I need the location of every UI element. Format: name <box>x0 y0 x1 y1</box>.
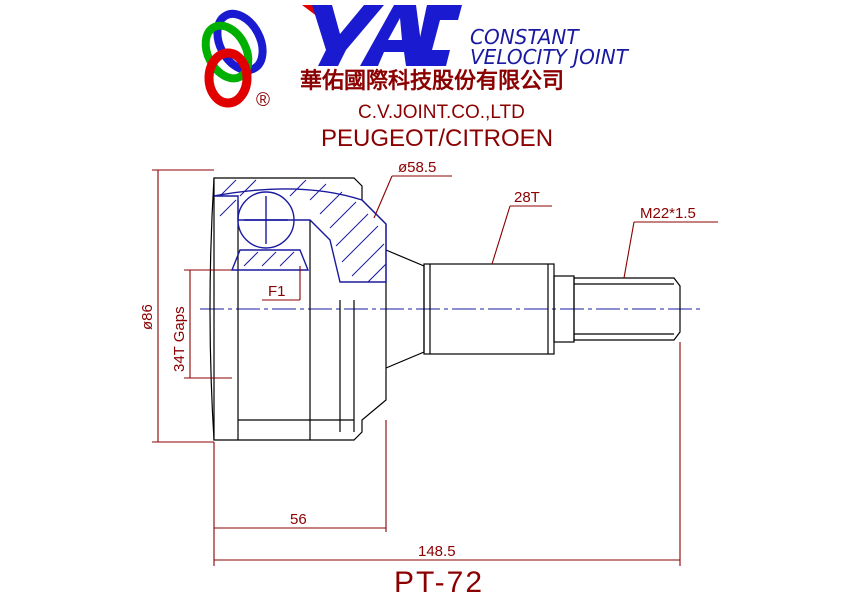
spline-teeth-label: 28T <box>514 189 540 206</box>
ball-bearing <box>237 191 295 249</box>
outer-diameter-label: ø86 <box>139 304 156 330</box>
chinese-company-name: 華佑國際科技股份有限公司 <box>300 68 564 94</box>
thread-label: M22*1.5 <box>640 205 696 222</box>
joint-outline <box>209 177 681 441</box>
yac-wordmark <box>302 5 462 66</box>
part-number: PT-72 <box>394 566 484 596</box>
bell-length-label: 56 <box>290 511 307 528</box>
tagline-line-1: CONSTANT <box>470 25 580 49</box>
cutaway-section <box>213 179 387 283</box>
company-logo: ® CONSTANT VELOCITY JOINT 華佑國際科技股份有限公司 C… <box>201 5 630 152</box>
dimension-lines <box>152 169 718 566</box>
logo-ring-red <box>204 48 252 108</box>
seal-diameter-label: ø58.5 <box>398 159 436 176</box>
hatch-lines <box>219 179 387 283</box>
vehicle-application: PEUGEOT/CITROEN <box>321 125 553 152</box>
tagline-line-2: VELOCITY JOINT <box>470 45 630 69</box>
company-name: C.V.JOINT.CO.,LTD <box>358 102 525 123</box>
registered-mark: ® <box>256 90 270 111</box>
total-length-label: 148.5 <box>418 543 456 560</box>
flange-label: F1 <box>268 283 286 300</box>
gap-teeth-label: 34T Gaps <box>171 306 188 372</box>
